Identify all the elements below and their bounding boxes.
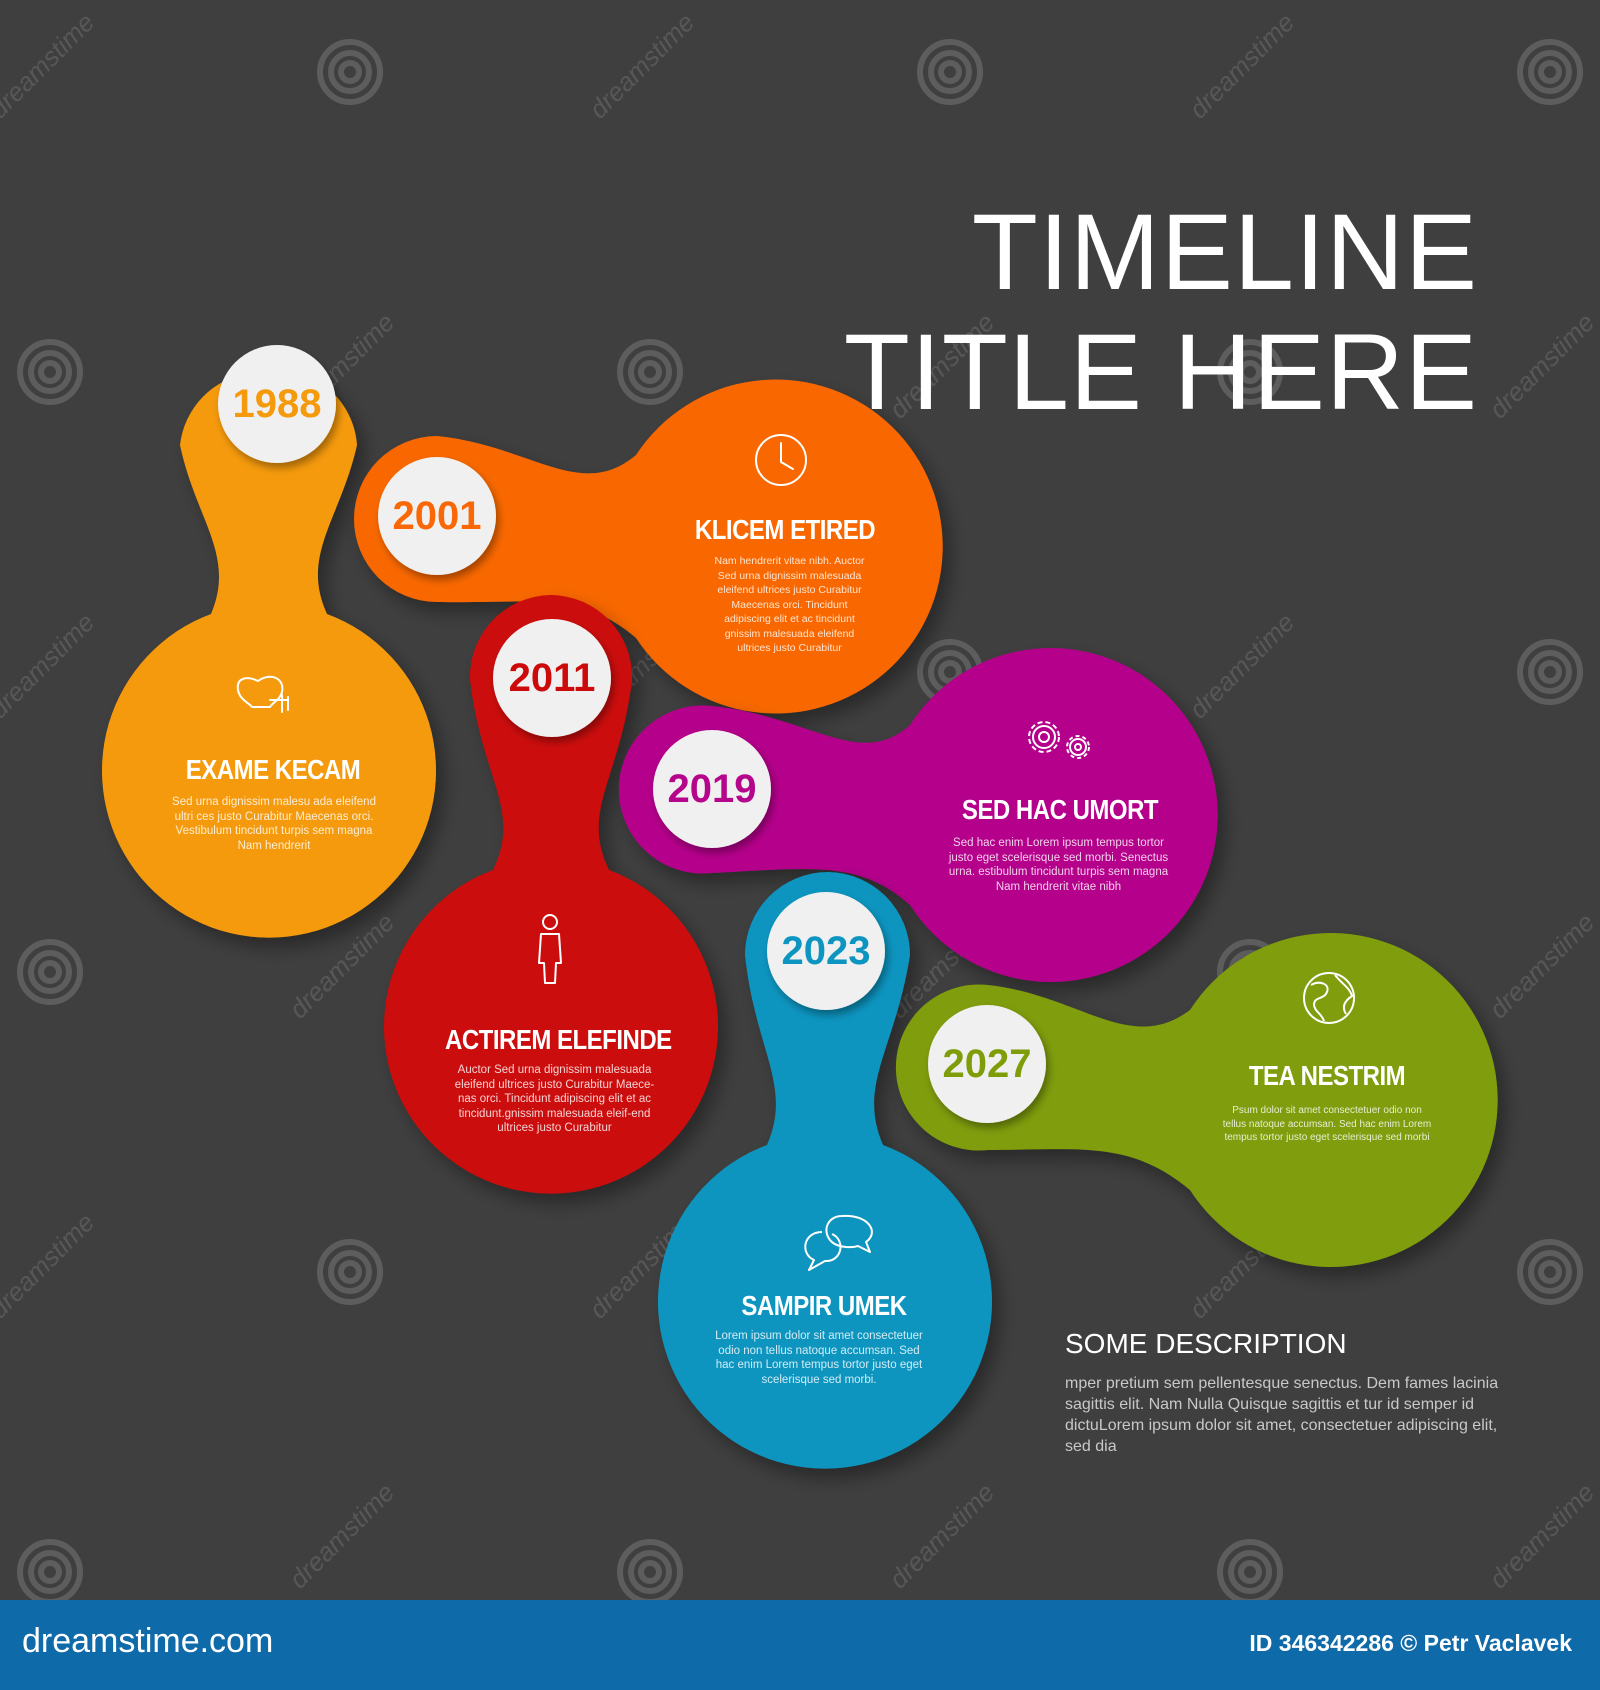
spiral-logo-icon [1517, 639, 1583, 705]
description-title: SOME DESCRIPTION [1065, 1328, 1347, 1359]
node-shape-2023 [657, 872, 992, 1469]
spiral-logo-icon [917, 39, 983, 105]
node-body-2027: Psum dolor sit amet consectetuer odio no… [1222, 1105, 1432, 1143]
footer-site-link[interactable]: dreamstime.com [22, 1622, 274, 1660]
node-body-2023: Lorem ipsum dolor sit amet consectetuer … [715, 1330, 923, 1386]
year-marker-2027: 2027 [928, 1005, 1046, 1123]
clock-icon [755, 434, 807, 486]
footer-bar: dreamstime.com ID 346342286 © Petr Vacla… [0, 1600, 1600, 1690]
node-heading-2001: KLICEM ETIRED [694, 514, 876, 546]
spiral-logo-icon [617, 339, 683, 405]
spiral-logo-icon [317, 39, 383, 105]
watermark-text: dreamstime [0, 7, 100, 124]
lightbulb-icon [236, 675, 289, 713]
spiral-logo-icon [1217, 339, 1283, 405]
watermark-text: dreamstime [1483, 307, 1600, 424]
year-label-2019: 2019 [668, 767, 757, 811]
year-label-1988: 1988 [233, 382, 322, 426]
timeline-diagram: dreamstime dreamstime dreamstime dreamstime… [0, 7, 1600, 1600]
year-label-2001: 2001 [393, 494, 482, 538]
globe-icon [1303, 972, 1355, 1024]
watermark-text: dreamstime [1183, 607, 1300, 724]
spiral-logo-icon [1217, 1539, 1283, 1600]
node-heading-2011: ACTIREM ELEFINDE [445, 1024, 672, 1056]
watermark-text: dreamstime [883, 1477, 1000, 1594]
watermark-text: dreamstime [1483, 1477, 1600, 1594]
page-title-line-1: TIMELINE [971, 191, 1478, 312]
person-icon [538, 914, 562, 984]
spiral-logo-icon [617, 1539, 683, 1600]
node-shape-2011 [384, 595, 719, 1194]
watermark-text: dreamstime [283, 1477, 400, 1594]
spiral-logo-icon [317, 1239, 383, 1305]
watermark-text: dreamstime [583, 7, 700, 124]
spiral-logo-icon [17, 939, 83, 1005]
year-label-2023: 2023 [782, 929, 871, 973]
node-body-2011: Auctor Sed urna dignissim malesuada elei… [454, 1064, 655, 1134]
gears-icon [1028, 721, 1090, 759]
watermark-text: dreamstime [0, 1207, 100, 1324]
spiral-logo-icon [1517, 1239, 1583, 1305]
node-body-1988: Sed urna dignissim malesu ada eleifend u… [172, 796, 376, 852]
spiral-logo-icon [17, 1539, 83, 1600]
page-title-line-2: TITLE HERE [843, 311, 1478, 432]
watermark-text: dreamstime [1483, 907, 1600, 1024]
year-marker-2023: 2023 [767, 892, 885, 1010]
node-heading-2019: SED HAC UMORT [961, 794, 1159, 826]
node-heading-2023: SAMPIR UMEK [741, 1290, 907, 1322]
spiral-logo-icon [17, 339, 83, 405]
year-marker-2001: 2001 [378, 457, 496, 575]
chat-bubbles-icon [804, 1214, 873, 1271]
year-marker-2019: 2019 [653, 730, 771, 848]
node-heading-1988: EXAME KECAM [185, 754, 361, 786]
node-shape-1988 [102, 369, 437, 938]
node-body-2019: Sed hac enim Lorem ipsum tempus tortor j… [948, 837, 1169, 893]
footer-credit: ID 346342286 © Petr Vaclavek [1249, 1630, 1572, 1656]
year-label-2011: 2011 [509, 656, 596, 700]
spiral-logo-icon [1517, 39, 1583, 105]
node-heading-2027: TEA NESTRIM [1248, 1060, 1406, 1092]
node-shape-2001 [354, 379, 943, 714]
watermark-text: dreamstime [0, 607, 100, 724]
watermark-text: dreamstime [1183, 7, 1300, 124]
description-text: mper pretium sem pellentesque senectus. … [1065, 1375, 1499, 1455]
node-shape-2019 [618, 648, 1218, 982]
year-marker-1988: 1988 [218, 345, 336, 463]
year-label-2027: 2027 [943, 1042, 1032, 1086]
node-body-2001: Nam hendrerit vitae nibh. Auctor Sed urn… [714, 555, 865, 654]
year-marker-2011: 2011 [493, 619, 611, 737]
